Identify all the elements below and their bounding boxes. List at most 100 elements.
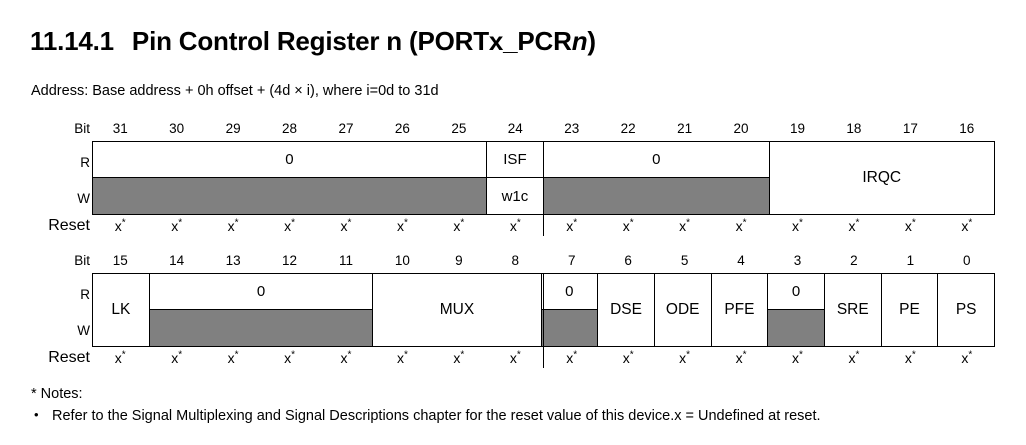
halfword-divider: [542, 273, 545, 368]
reset-value: x*: [622, 349, 634, 366]
reset-value: x*: [792, 217, 803, 234]
reset-value: x*: [566, 217, 578, 234]
bit-number: 21: [677, 121, 693, 136]
register-field-irqc: IRQC: [770, 142, 995, 214]
register-field-sre: SRE: [825, 274, 882, 346]
note-item: • Refer to the Signal Multiplexing and S…: [31, 407, 1011, 424]
field-label: ODE: [665, 301, 700, 318]
reset-value: x*: [340, 349, 352, 366]
reset-value: x*: [284, 349, 295, 366]
field-write-value: [544, 178, 769, 214]
row-label-read: R: [80, 155, 90, 170]
bit-number: 4: [737, 253, 745, 268]
bit-number: 17: [902, 121, 918, 136]
reset-value: x*: [396, 349, 408, 366]
register-field-reserved-7: 0: [541, 274, 599, 346]
bit-number: 30: [169, 121, 185, 136]
bit-number: 12: [282, 253, 298, 268]
register-field-mux: MUX: [373, 274, 542, 346]
register-field-reserved-23-20: 0: [544, 142, 770, 214]
field-read-value: 0: [768, 274, 824, 310]
row-label-write: W: [77, 191, 90, 206]
field-label: IRQC: [862, 169, 902, 186]
bit-number: 27: [338, 121, 354, 136]
field-read-value: 0: [544, 142, 769, 178]
bit-number: 10: [394, 253, 410, 268]
register-field-pe: PE: [882, 274, 939, 346]
bit-number: 16: [959, 121, 975, 136]
bit-number: 3: [793, 253, 802, 268]
row-label-read: R: [80, 287, 90, 302]
bit-number: 24: [507, 121, 523, 136]
row-label-bit: Bit: [74, 121, 90, 136]
section-title-italic-n: n: [571, 26, 588, 56]
notes-block: * Notes: • Refer to the Signal Multiplex…: [31, 386, 1011, 424]
register-field-dse: DSE: [598, 274, 655, 346]
field-read-value: ISF: [486, 142, 543, 178]
reset-value: x*: [904, 349, 916, 366]
reset-value: x*: [284, 217, 295, 234]
field-write-value: [541, 310, 598, 346]
reset-value: x*: [340, 217, 352, 234]
row-label-reset: Reset: [48, 217, 90, 234]
note-text: Refer to the Signal Multiplexing and Sig…: [52, 408, 821, 424]
reset-value: x*: [848, 217, 860, 234]
field-label: PFE: [724, 301, 755, 318]
bit-number: 14: [169, 253, 185, 268]
bit-number: 15: [112, 253, 128, 268]
bit-number: 29: [225, 121, 241, 136]
field-label: DSE: [610, 301, 642, 318]
reset-value: x*: [114, 217, 126, 234]
field-write-value: [149, 310, 373, 346]
field-read-value: 0: [93, 142, 486, 178]
bit-number: 11: [338, 253, 353, 268]
row-label-bit: Bit: [74, 253, 90, 268]
register-field-lk: LK: [93, 274, 150, 346]
bit-number: 5: [680, 253, 689, 268]
section-title-suffix: ): [587, 26, 596, 56]
register-field-reserved-31-25: 0: [93, 142, 487, 214]
bit-number: 26: [394, 121, 410, 136]
bullet-icon: •: [34, 407, 39, 422]
register-field-pfe: PFE: [712, 274, 769, 346]
reset-value: x*: [961, 349, 973, 366]
reset-value: x*: [792, 349, 803, 366]
field-read-value: 0: [541, 274, 598, 310]
bit-number: 13: [225, 253, 241, 268]
bit-number: 2: [850, 253, 858, 268]
reset-value: x*: [848, 349, 860, 366]
reset-value: x*: [509, 217, 521, 234]
bit-number: 6: [624, 253, 632, 268]
bit-number: 23: [564, 121, 580, 136]
field-label: PE: [899, 301, 920, 318]
reset-value: x*: [509, 349, 521, 366]
bit-number: 28: [282, 121, 298, 136]
reset-value: x*: [735, 217, 747, 234]
section-number: 11.14.1: [30, 26, 114, 56]
bit-number: 18: [846, 121, 862, 136]
reset-value: x*: [453, 217, 465, 234]
field-label: LK: [111, 301, 131, 318]
page-title: 11.14.1 Pin Control Register n (PORTx_PCR…: [30, 26, 596, 57]
section-title-prefix: Pin Control Register n (PORTx_PCR: [131, 26, 572, 56]
reset-value: x*: [171, 349, 183, 366]
notes-title: * Notes:: [31, 386, 83, 402]
reset-value: x*: [396, 217, 408, 234]
bit-number: 19: [789, 121, 805, 136]
field-write-value: [93, 178, 486, 214]
register-field-ps: PS: [938, 274, 994, 346]
bit-number: 22: [620, 121, 636, 136]
bit-number: 25: [451, 121, 467, 136]
reset-value: x*: [566, 349, 578, 366]
reset-value: x*: [622, 217, 634, 234]
field-read-value: 0: [149, 274, 373, 310]
field-write-value: [768, 310, 824, 346]
field-label: SRE: [836, 301, 869, 318]
reset-value: x*: [735, 349, 747, 366]
reset-value: x*: [114, 349, 126, 366]
